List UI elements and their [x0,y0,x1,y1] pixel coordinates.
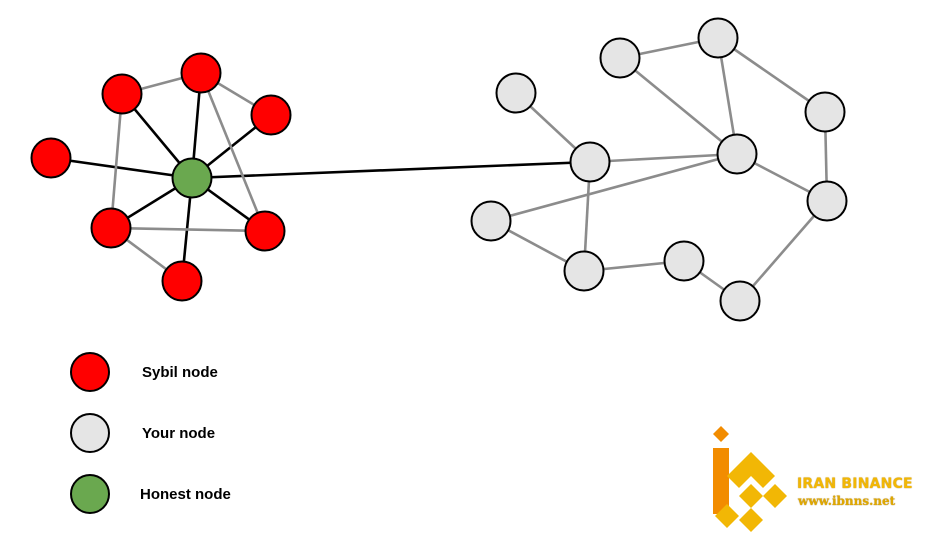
logo-name: IRAN BINANCE [797,476,913,492]
your-node-g10 [663,240,705,282]
legend-your-node-swatch [70,413,110,453]
legend-honest-label: Honest node [140,485,231,503]
your-node-g1 [599,37,641,79]
sybil-node-s6 [244,210,286,252]
edge-s2-s6 [199,72,267,232]
edge-g1-g6 [619,56,738,156]
edge-s1-s5 [109,93,124,229]
your-node-g4 [804,91,846,133]
legend-your-node-label: Your node [142,424,216,442]
edge-s5-s6 [110,226,266,233]
your-node-g3 [495,72,537,114]
sybil-node-s2 [180,52,222,94]
edge-g11-g7 [739,200,828,302]
your-node-g7 [806,180,848,222]
edge-g6-g8 [490,152,738,223]
logo-url: www.ibnns.net [798,494,896,508]
legend-your-node: Your node [70,413,215,453]
edge-g5-g6 [589,152,738,164]
sybil-node-s4 [30,137,72,179]
legend-sybil-swatch [70,352,110,392]
sybil-node-s3 [250,94,292,136]
your-node-g9 [563,250,605,292]
honest-node-h [171,157,213,199]
your-node-g11 [719,280,761,322]
your-node-g2 [697,17,739,59]
legend-sybil: Sybil node [70,352,218,392]
legend-honest: Honest node [70,474,231,514]
your-node-g8 [470,200,512,242]
sybil-node-s1 [101,73,143,115]
sybil-node-s7 [161,260,203,302]
edge-g2-g4 [717,36,826,114]
legend-honest-swatch [70,474,110,514]
your-node-g6 [716,133,758,175]
edge-h-s4 [50,156,193,180]
logo-emblem-icon [713,426,787,532]
sybil-node-s5 [90,207,132,249]
iran-binance-logo: IRAN BINANCE www.ibnns.net [705,424,915,540]
legend-sybil-label: Sybil node [142,363,218,381]
edge-h-g5 [191,160,591,180]
your-node-g5 [569,141,611,183]
